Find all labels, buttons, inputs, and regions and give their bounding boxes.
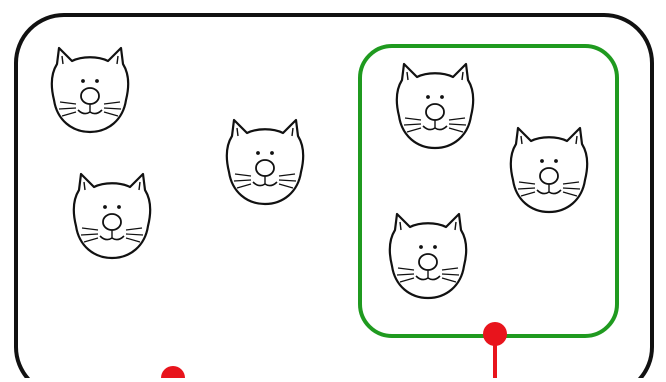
cat-face-icon: [388, 212, 468, 300]
cat-face-icon: [50, 46, 130, 134]
subset-pointer: [483, 322, 507, 378]
outer-set-pointer: [161, 366, 185, 382]
cat-face-icon: [225, 118, 305, 206]
cat-face-icon: [509, 126, 589, 214]
outer-set-border: [14, 13, 654, 382]
cat-face-icon: [395, 62, 475, 150]
cat-face-icon: [72, 172, 152, 260]
